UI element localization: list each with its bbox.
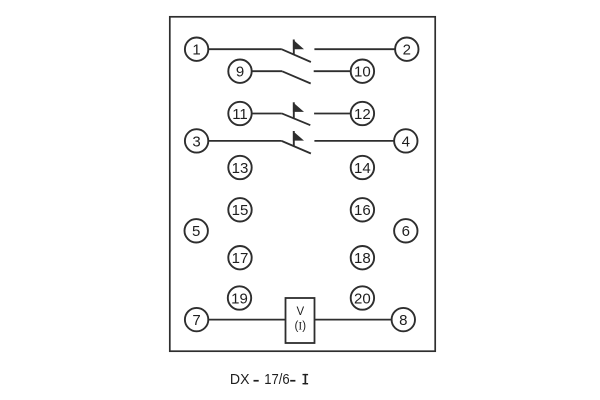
- svg-text:12: 12: [354, 106, 371, 123]
- svg-text:6: 6: [402, 223, 410, 240]
- svg-text:DX: DX: [230, 372, 250, 388]
- svg-text:4: 4: [402, 133, 410, 150]
- svg-text:2: 2: [403, 42, 411, 59]
- svg-text:14: 14: [354, 160, 371, 177]
- svg-text:9: 9: [236, 64, 244, 81]
- svg-text:17: 17: [232, 250, 249, 267]
- svg-text:17/6: 17/6: [264, 372, 289, 388]
- svg-text:20: 20: [354, 290, 371, 307]
- svg-text:1: 1: [192, 42, 200, 59]
- svg-text:5: 5: [192, 223, 200, 240]
- svg-text:8: 8: [399, 312, 407, 329]
- svg-text:13: 13: [232, 160, 249, 177]
- svg-text:16: 16: [354, 202, 371, 219]
- svg-text:10: 10: [354, 64, 371, 81]
- svg-text:3: 3: [192, 133, 200, 150]
- svg-text:15: 15: [232, 202, 249, 219]
- svg-text:18: 18: [354, 250, 371, 267]
- svg-text:11: 11: [232, 106, 248, 123]
- svg-text:V: V: [296, 306, 304, 318]
- svg-text:7: 7: [192, 312, 200, 329]
- svg-text:(I): (I): [295, 320, 307, 332]
- svg-text:19: 19: [231, 290, 248, 307]
